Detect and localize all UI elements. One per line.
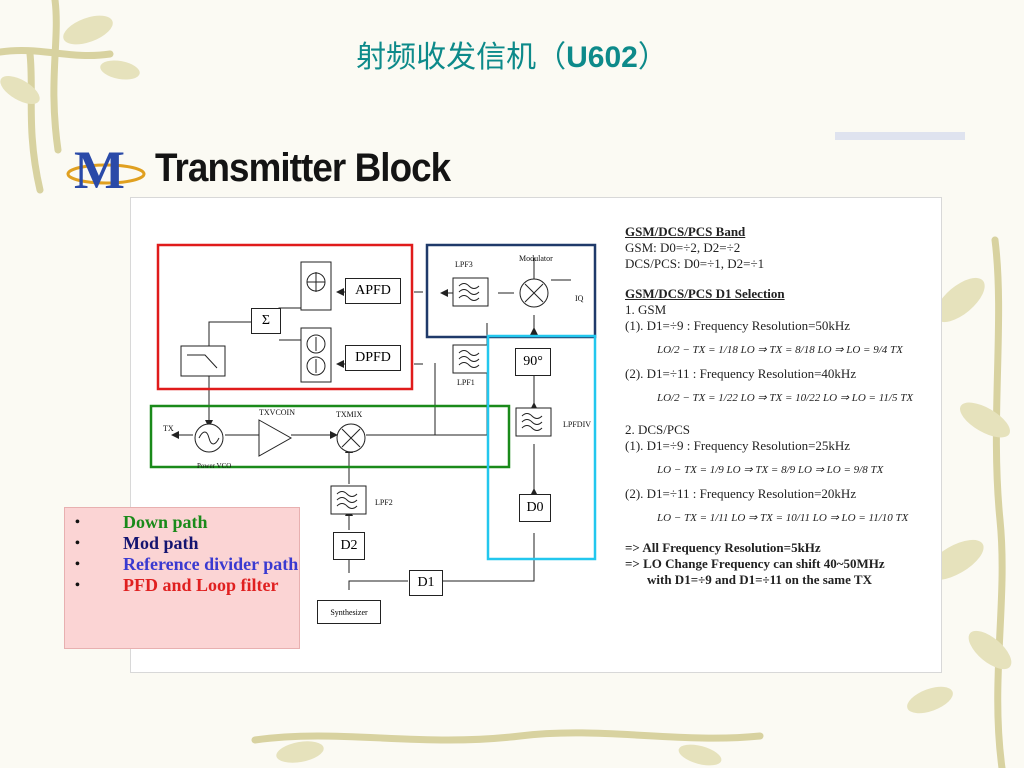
gsm-d1-11-equation: LO/2 − TX = 1/22 LO ⇒ TX = 10/22 LO ⇒ LO… xyxy=(657,392,914,404)
d2-block: D2 xyxy=(333,532,365,560)
dcs-d1-11-equation: LO − TX = 1/11 LO ⇒ TX = 10/11 LO ⇒ LO =… xyxy=(657,512,909,524)
tx-label: TX xyxy=(163,424,174,433)
selection-title: GSM/DCS/PCS D1 Selection xyxy=(625,286,785,301)
band-dcs: DCS/PCS: D0=÷1, D2=÷1 xyxy=(625,256,765,271)
mod-path-box xyxy=(425,243,597,339)
legend-item-mod-path: •Mod path xyxy=(75,533,199,553)
sum-block: Σ xyxy=(251,308,281,334)
slide-title: 射频收发信机（U602） xyxy=(356,40,668,75)
d1-block: D1 xyxy=(409,570,443,596)
svg-text:M: M xyxy=(74,140,125,195)
modulator-label: Modulator xyxy=(519,254,553,263)
down-path-box xyxy=(149,404,511,469)
vco-icon xyxy=(194,423,224,453)
notes-panel: GSM/DCS/PCS Band GSM: D0=÷2, D2=÷2 DCS/P… xyxy=(625,224,945,588)
lpf3-label: LPF3 xyxy=(455,260,473,269)
legend-item-down-path: •Down path xyxy=(75,512,208,532)
iq-label: IQ xyxy=(575,294,584,303)
phase-90-block: 90° xyxy=(515,348,551,376)
loop-filter-icon xyxy=(180,345,226,377)
reference-divider-path-box xyxy=(486,334,597,561)
gsm-d1-11: (2). D1=÷11 : Frequency Resolution=40kHz xyxy=(625,366,857,381)
decoration-stripe xyxy=(835,132,965,140)
synthesizer-block: Synthesizer xyxy=(317,600,381,624)
gsm-d1-9: (1). D1=÷9 : Frequency Resolution=50kHz xyxy=(625,318,851,333)
amplifier-icon xyxy=(258,419,293,457)
block-title: Transmitter Block xyxy=(155,146,451,190)
lpf2-filter-icon xyxy=(330,485,367,515)
lpfdiv-filter-icon xyxy=(515,407,552,437)
block-diagram xyxy=(149,243,597,590)
pfd-loop-filter-path-box xyxy=(156,243,414,391)
charge-pump-d-icon xyxy=(300,327,332,383)
txmix-label: TXMIX xyxy=(336,410,363,419)
d0-block: D0 xyxy=(519,494,551,522)
dcs-d1-9-equation: LO − TX = 1/9 LO ⇒ TX = 8/9 LO ⇒ LO = 9/… xyxy=(657,464,884,476)
dpfd-block: DPFD xyxy=(345,345,401,371)
tx-mixer-icon xyxy=(336,423,366,453)
summary-line-1: => All Frequency Resolution=5kHz xyxy=(625,540,821,555)
dcs-d1-11: (2). D1=÷11 : Frequency Resolution=20kHz xyxy=(625,486,857,501)
summary-line-3: with D1=÷9 and D1=÷11 on the same TX xyxy=(647,572,872,587)
gsm-heading: 1. GSM xyxy=(625,302,667,317)
logo-m-icon: M xyxy=(66,140,146,195)
txvcoin-label: TXVCOIN xyxy=(259,408,295,417)
lpf1-filter-icon xyxy=(452,344,489,374)
path-legend: •Down path •Mod path •Reference divider … xyxy=(64,507,300,649)
band-title: GSM/DCS/PCS Band xyxy=(625,224,746,239)
dcs-heading: 2. DCS/PCS xyxy=(625,422,691,437)
txvco-label: Power VCO xyxy=(197,462,232,470)
summary-line-2: => LO Change Frequency can shift 40~50MH… xyxy=(625,556,885,571)
charge-pump-a-icon xyxy=(300,261,332,311)
lpf1-label: LPF1 xyxy=(457,378,475,387)
band-gsm: GSM: D0=÷2, D2=÷2 xyxy=(625,240,741,255)
legend-item-reference-divider-path: •Reference divider path xyxy=(75,554,299,574)
apfd-block: APFD xyxy=(345,278,401,304)
gsm-d1-9-equation: LO/2 − TX = 1/18 LO ⇒ TX = 8/18 LO ⇒ LO … xyxy=(657,344,903,356)
dcs-d1-9: (1). D1=÷9 : Frequency Resolution=25kHz xyxy=(625,438,851,453)
modulator-mixer-icon xyxy=(519,278,549,308)
lpf3-filter-icon xyxy=(452,277,489,307)
legend-item-pfd-loop-filter: •PFD and Loop filter xyxy=(75,575,279,595)
lpfdiv-label: LPFDIV xyxy=(563,420,592,429)
lpf2-label: LPF2 xyxy=(375,498,393,507)
